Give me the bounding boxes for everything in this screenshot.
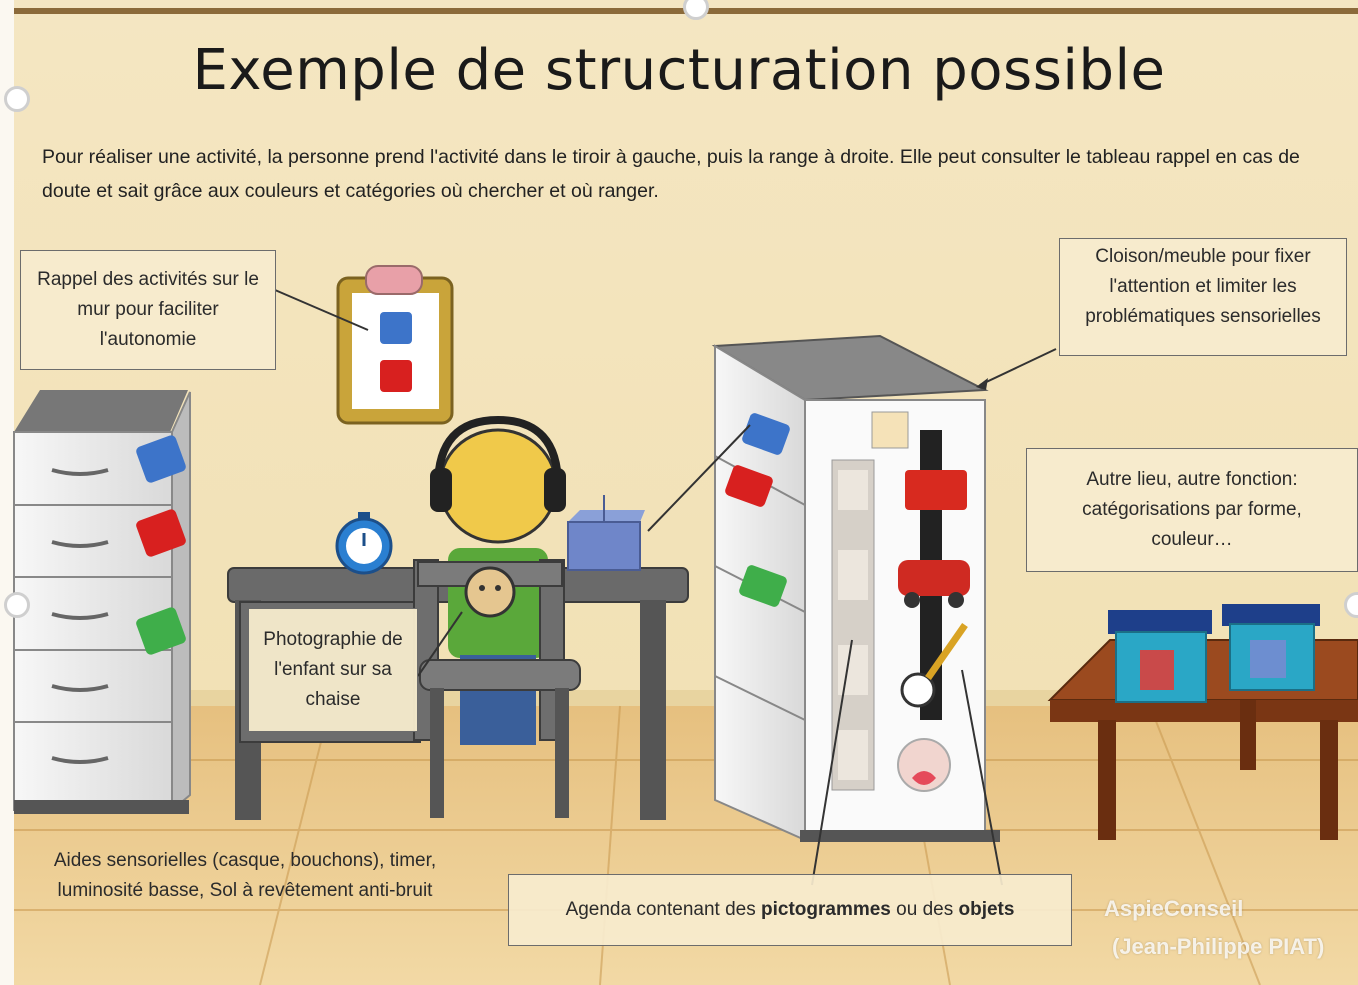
slide-handle-left-mid <box>4 592 30 618</box>
caption-aides-sensorielles: Aides sensorielles (casque, bouchons), t… <box>53 850 437 901</box>
connector-rappel <box>274 289 369 331</box>
clipboard-red-card <box>380 360 412 392</box>
cabinet-red-card <box>725 465 773 507</box>
connector-agenda-right <box>961 669 1003 886</box>
callout-rappel: Rappel des activités sur le mur pour fac… <box>20 250 276 370</box>
agenda-bold-objets: objets <box>958 899 1015 920</box>
slide-handle-right-mid <box>1344 592 1358 618</box>
callout-autre-lieu: Autre lieu, autre fonction: catégorisati… <box>1026 448 1358 572</box>
slide-handle-left-top <box>4 86 30 112</box>
wall-clipboard-illustration <box>336 265 454 425</box>
slide-handle-top <box>683 0 709 20</box>
arrowhead-cloison <box>976 378 988 390</box>
clipboard-blue-card <box>380 312 412 344</box>
child-photo-on-chair <box>464 566 516 618</box>
cabinet-blue-card <box>742 413 790 455</box>
drawer-red-card <box>136 509 186 557</box>
watermark-line2: (Jean-Philippe PIAT) <box>1112 934 1325 959</box>
connector-cloison <box>979 348 1057 386</box>
lego-brick <box>905 470 967 510</box>
timer-illustration <box>335 512 393 575</box>
callout-agenda: Agenda contenant des pictogrammes ou des… <box>508 874 1072 946</box>
divider-cabinet-illustration <box>711 334 1000 842</box>
left-margin <box>0 0 14 985</box>
right-table-illustration <box>1047 604 1358 840</box>
cabinet-green-card <box>739 565 787 607</box>
teal-box-right <box>1222 604 1320 691</box>
spoon <box>900 672 936 708</box>
callout-connectors <box>274 289 1057 886</box>
connector-agenda-left <box>811 639 853 886</box>
child-illustration <box>413 415 581 818</box>
page-title: Exemple de structuration possible <box>192 38 1166 103</box>
activity-box-illustration <box>567 495 645 571</box>
face-picto <box>871 411 909 449</box>
headphones-right <box>544 468 566 512</box>
callout-photographie: Photographie de l'enfant sur sa chaise <box>248 608 418 732</box>
teal-box-left <box>1108 610 1212 703</box>
callout-cloison: Cloison/meuble pour fixer l'attention et… <box>1059 238 1347 356</box>
headphones-left <box>430 468 452 512</box>
left-drawer-cabinet <box>13 390 191 814</box>
connector-photo <box>417 611 463 677</box>
drawer-blue-card <box>136 435 186 483</box>
drawer-green-card <box>136 607 186 655</box>
toy-car <box>898 560 970 596</box>
teddy-bear <box>897 738 951 792</box>
agenda-text-mid: ou des <box>890 899 959 920</box>
agenda-bold-pictogrammes: pictogrammes <box>761 899 891 920</box>
connector-activity <box>647 424 751 532</box>
watermark-line1: AspieConseil <box>1104 896 1244 921</box>
agenda-text-prefix: Agenda contenant des <box>565 899 761 920</box>
intro-text: Pour réaliser une activité, la personne … <box>42 146 1300 202</box>
